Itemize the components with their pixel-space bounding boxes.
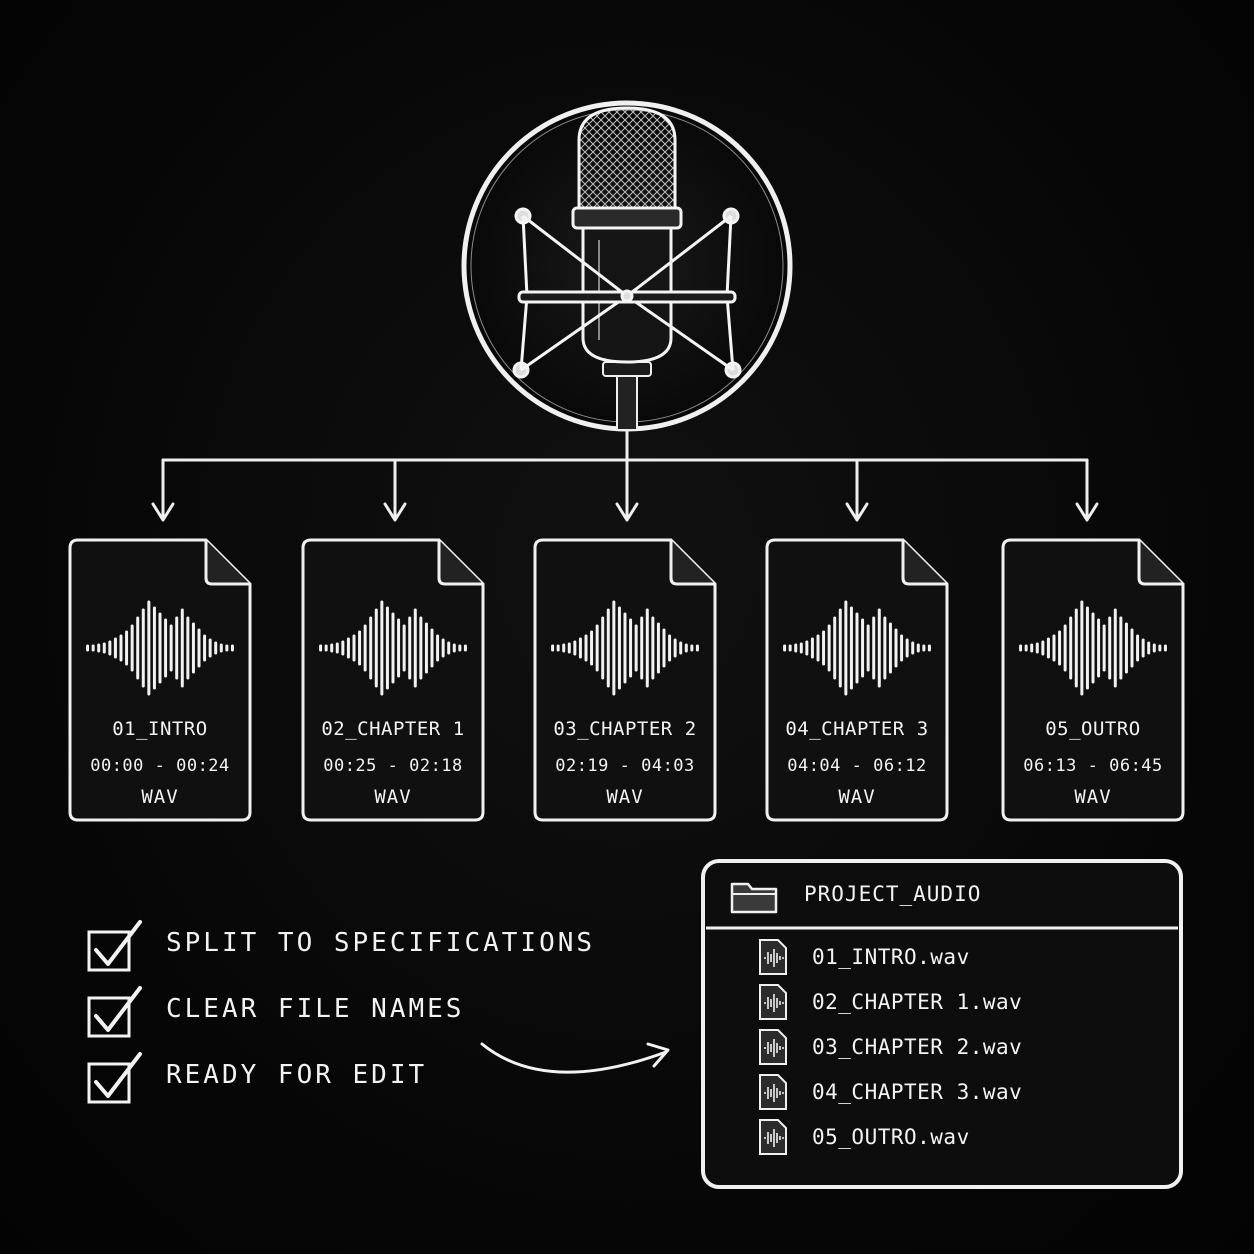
segment-format: WAV [374,786,412,808]
file-name: 03_CHAPTER 2.wav [812,1035,1023,1059]
checkbox-checked-icon [87,1052,142,1104]
segment-time-range: 00:25 - 02:18 [323,756,463,776]
audio-file-icon [759,984,787,1020]
segment-name: 02_CHAPTER 1 [321,718,465,740]
segment-format: WAV [141,786,179,808]
waveform-icon [319,600,467,696]
studio-microphone-icon [461,100,793,432]
segment-time-range: 02:19 - 04:03 [555,756,695,776]
feature-checklist: SPLIT TO SPECIFICATIONS CLEAR FILE NAMES… [86,912,606,1110]
audio-file-icon [759,1074,787,1110]
segment-time-range: 00:00 - 00:24 [90,756,230,776]
segment-format: WAV [606,786,644,808]
file-list-item[interactable]: 05_OUTRO.wav [758,1118,1158,1158]
folder-window[interactable]: PROJECT_AUDIO 01_INTRO.wav 02_CHAPTER 1.… [700,858,1184,1190]
waveform-icon [86,600,234,696]
folder-icon [730,882,778,914]
segment-card[interactable]: 01_INTRO 00:00 - 00:24 WAV [68,538,252,822]
segment-format: WAV [838,786,876,808]
file-name: 01_INTRO.wav [812,945,970,969]
waveform-icon [551,600,699,696]
audio-file-icon [759,939,787,975]
file-list-item[interactable]: 01_INTRO.wav [758,938,1158,978]
segment-name: 04_CHAPTER 3 [785,718,929,740]
segment-card[interactable]: 04_CHAPTER 3 04:04 - 06:12 WAV [765,538,949,822]
segment-name: 05_OUTRO [1045,718,1141,740]
file-list-item[interactable]: 04_CHAPTER 3.wav [758,1073,1158,1113]
checklist-item: SPLIT TO SPECIFICATIONS [86,912,606,978]
checklist-label: SPLIT TO SPECIFICATIONS [166,928,596,958]
checkbox-checked-icon [87,986,142,1038]
segment-name: 01_INTRO [112,718,208,740]
segment-card[interactable]: 05_OUTRO 06:13 - 06:45 WAV [1001,538,1185,822]
curved-arrow-icon [480,1042,670,1074]
file-list-item[interactable]: 02_CHAPTER 1.wav [758,983,1158,1023]
checklist-label: CLEAR FILE NAMES [166,994,465,1024]
checklist-item: CLEAR FILE NAMES [86,978,606,1044]
checklist-label: READY FOR EDIT [166,1060,428,1090]
segment-card[interactable]: 03_CHAPTER 2 02:19 - 04:03 WAV [533,538,717,822]
waveform-icon [1019,600,1167,696]
checklist-item: READY FOR EDIT [86,1044,606,1110]
segment-time-range: 04:04 - 06:12 [787,756,927,776]
folder-title: PROJECT_AUDIO [804,882,982,906]
audio-file-icon [759,1119,787,1155]
segment-time-range: 06:13 - 06:45 [1023,756,1163,776]
file-name: 02_CHAPTER 1.wav [812,990,1023,1014]
segment-card[interactable]: 02_CHAPTER 1 00:25 - 02:18 WAV [301,538,485,822]
file-name: 04_CHAPTER 3.wav [812,1080,1023,1104]
file-name: 05_OUTRO.wav [812,1125,970,1149]
segment-format: WAV [1074,786,1112,808]
file-list-item[interactable]: 03_CHAPTER 2.wav [758,1028,1158,1068]
checkbox-checked-icon [87,920,142,972]
segment-name: 03_CHAPTER 2 [553,718,697,740]
window-frame [701,859,1183,1189]
waveform-icon [783,600,931,696]
audio-file-icon [759,1029,787,1065]
